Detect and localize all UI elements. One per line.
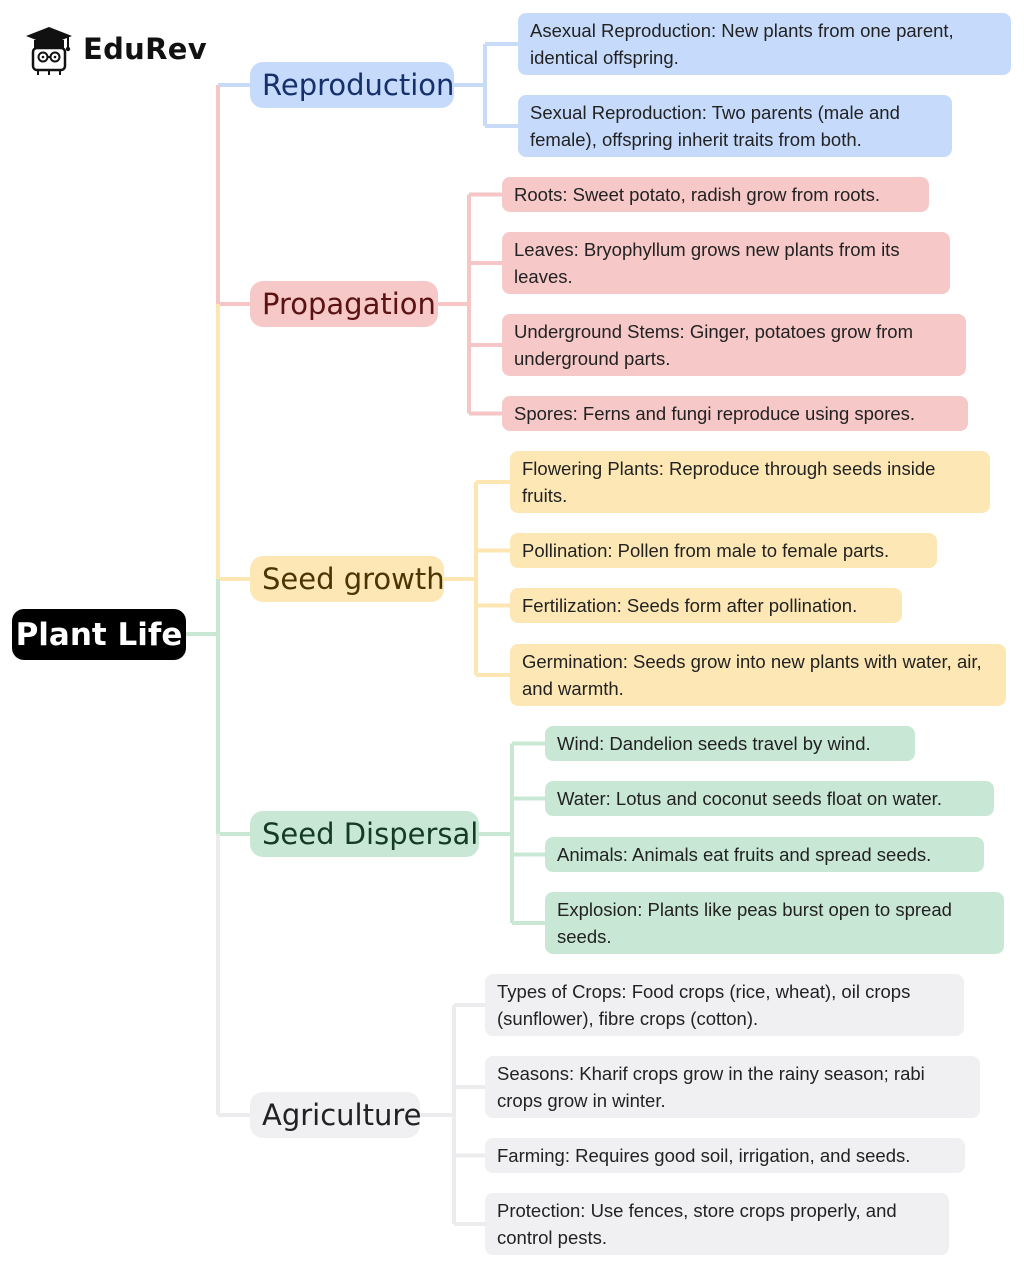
leaf-node: Wind: Dandelion seeds travel by wind. — [545, 726, 915, 761]
leaf-node: Animals: Animals eat fruits and spread s… — [545, 837, 984, 872]
leaf-node: Underground Stems: Ginger, potatoes grow… — [502, 314, 966, 376]
leaf-node: Water: Lotus and coconut seeds float on … — [545, 781, 994, 816]
leaf-node: Fertilization: Seeds form after pollinat… — [510, 588, 902, 623]
leaf-node: Asexual Reproduction: New plants from on… — [518, 13, 1011, 75]
leaf-node: Leaves: Bryophyllum grows new plants fro… — [502, 232, 950, 294]
leaf-node: Protection: Use fences, store crops prop… — [485, 1193, 949, 1255]
branch-node-propagation: Propagation — [250, 281, 438, 327]
leaf-node: Germination: Seeds grow into new plants … — [510, 644, 1006, 706]
leaf-node: Pollination: Pollen from male to female … — [510, 533, 937, 568]
branch-node-reproduction: Reproduction — [250, 62, 454, 108]
leaf-node: Sexual Reproduction: Two parents (male a… — [518, 95, 952, 157]
leaf-node: Seasons: Kharif crops grow in the rainy … — [485, 1056, 980, 1118]
edurev-logo: EduRev — [22, 22, 207, 78]
leaf-node: Spores: Ferns and fungi reproduce using … — [502, 396, 968, 431]
branch-node-seed-growth: Seed growth — [250, 556, 445, 602]
leaf-node: Flowering Plants: Reproduce through seed… — [510, 451, 990, 513]
branch-node-seed-dispersal: Seed Dispersal — [250, 811, 479, 857]
leaf-node: Roots: Sweet potato, radish grow from ro… — [502, 177, 929, 212]
leaf-node: Types of Crops: Food crops (rice, wheat)… — [485, 974, 964, 1036]
leaf-node: Explosion: Plants like peas burst open t… — [545, 892, 1004, 954]
leaf-node: Farming: Requires good soil, irrigation,… — [485, 1138, 965, 1173]
root-node: Plant Life — [12, 609, 186, 660]
branch-node-agriculture: Agriculture — [250, 1092, 422, 1138]
graduate-cap-icon — [26, 27, 72, 75]
logo-wordmark: EduRev — [83, 32, 207, 66]
